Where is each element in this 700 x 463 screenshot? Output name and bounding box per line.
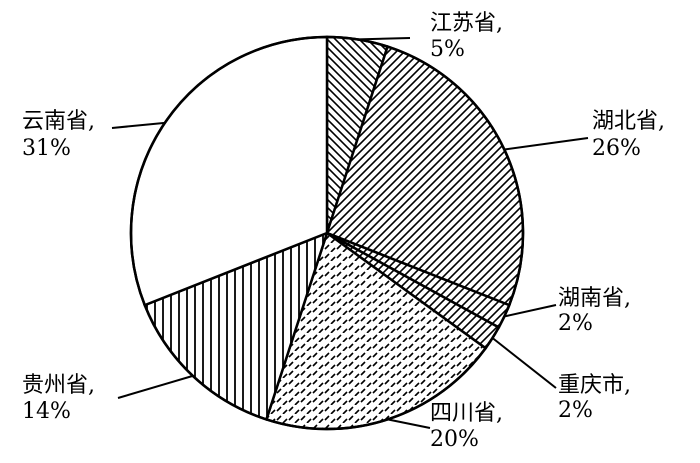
slice-name-label-6: 贵州省, — [22, 373, 95, 398]
slice-percent-label-7: 31% — [22, 136, 71, 161]
leader-line-1 — [357, 37, 411, 41]
slice-percent-label-2: 26% — [592, 136, 641, 161]
slice-name-label-5: 四川省, — [430, 401, 503, 426]
leader-line-6 — [117, 374, 194, 399]
slice-percent-label-1: 5% — [430, 37, 465, 62]
leader-line-3 — [504, 304, 557, 318]
slice-name-label-7: 云南省, — [22, 109, 95, 134]
pie-outline — [129, 35, 525, 431]
slice-percent-label-3: 2% — [558, 311, 593, 336]
slice-name-label-3: 湖南省, — [558, 286, 631, 311]
leader-line-7 — [111, 121, 165, 129]
leader-line-4 — [491, 337, 557, 389]
slice-name-label-4: 重庆市, — [558, 373, 631, 398]
slice-percent-label-5: 20% — [430, 427, 479, 452]
leader-line-2 — [504, 137, 589, 151]
slice-percent-label-6: 14% — [22, 399, 71, 424]
slice-name-label-1: 江苏省, — [430, 11, 503, 36]
slice-percent-label-4: 2% — [558, 398, 593, 423]
slice-name-label-2: 湖北省, — [592, 109, 665, 134]
leader-line-5 — [387, 418, 431, 429]
